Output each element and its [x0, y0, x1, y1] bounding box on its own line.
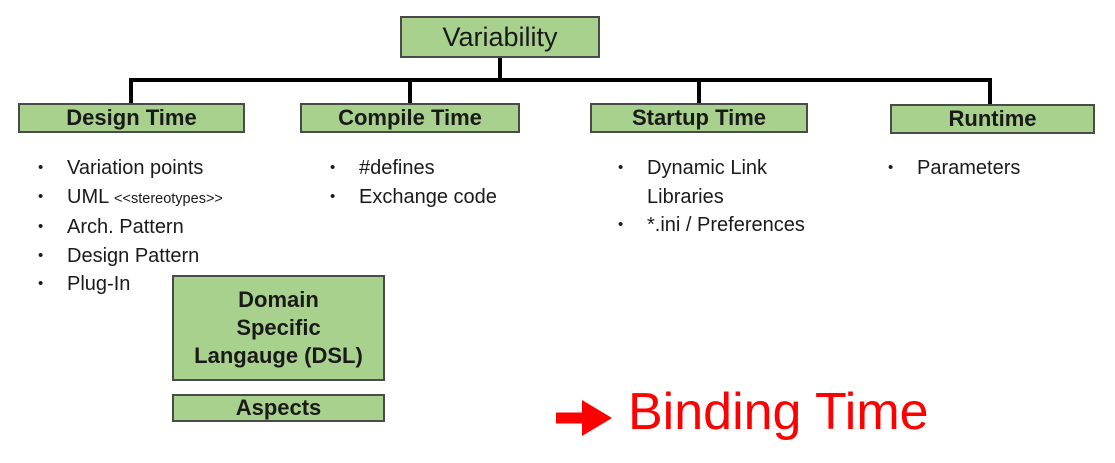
runtime-list: • Parameters: [888, 154, 1088, 183]
list-item-text: Design Pattern: [67, 244, 200, 267]
bullet-icon: •: [38, 159, 44, 176]
list-item: • Exchange code: [330, 183, 550, 212]
bullet-icon: •: [38, 246, 44, 264]
node-variability: Variability: [400, 16, 600, 58]
list-item: • Design Pattern: [38, 242, 288, 271]
bullet-icon: •: [888, 159, 894, 176]
list-item: • #defines: [330, 154, 550, 183]
node-dsl-line3: Langauge (DSL): [194, 343, 363, 368]
list-item: • *.ini / Preferences: [618, 211, 808, 240]
node-aspects: Aspects: [172, 394, 385, 422]
bullet-icon: •: [38, 187, 44, 205]
node-compile-time: Compile Time: [300, 103, 520, 133]
bullet-icon: •: [330, 187, 336, 205]
node-dsl-line1: Domain: [238, 287, 319, 312]
connector-stub-design: [129, 78, 133, 105]
startup-time-list: • Dynamic Link Libraries • *.ini / Prefe…: [618, 154, 808, 240]
list-item-text: #defines: [359, 157, 435, 179]
uml-label: UML: [67, 185, 109, 208]
node-runtime: Runtime: [890, 104, 1095, 134]
connector-root-stub: [498, 57, 502, 81]
design-time-list: • Variation points • UML <<stereotypes>>…: [38, 154, 288, 299]
list-item-text: Variation points: [67, 157, 204, 179]
list-item-text: Parameters: [917, 157, 1021, 179]
node-design-time: Design Time: [18, 103, 245, 133]
bullet-icon: •: [618, 159, 624, 176]
connector-stub-runtime: [988, 78, 992, 105]
list-item-text: *.ini / Preferences: [647, 214, 805, 236]
list-item-text: Exchange code: [359, 185, 497, 208]
uml-stereotypes-label: <<stereotypes>>: [114, 190, 223, 207]
node-design-time-label: Design Time: [66, 105, 197, 130]
list-item: • Plug-In: [38, 270, 288, 299]
node-runtime-label: Runtime: [948, 106, 1037, 131]
node-startup-time: Startup Time: [590, 103, 808, 133]
bullet-icon: •: [38, 218, 44, 235]
node-dsl-line2: Specific: [236, 315, 321, 340]
node-startup-time-label: Startup Time: [631, 105, 767, 130]
connector-stub-startup: [697, 78, 701, 105]
binding-time-annotation: Binding Time: [556, 384, 929, 440]
list-item-text: Arch. Pattern: [67, 216, 184, 238]
binding-time-label: Binding Time: [628, 383, 929, 441]
list-item-text: UML <<stereotypes>>: [67, 183, 223, 214]
list-item-text: Dynamic Link Libraries: [647, 157, 773, 208]
connector-stub-compile: [408, 78, 412, 105]
connector-horizontal: [129, 78, 992, 82]
list-item: • UML <<stereotypes>>: [38, 183, 288, 214]
compile-time-list: • #defines • Exchange code: [330, 154, 550, 211]
list-item-text: Plug-In: [67, 273, 131, 295]
list-item: • Variation points: [38, 154, 288, 183]
node-variability-label: Variability: [442, 21, 558, 52]
node-compile-time-label: Compile Time: [338, 105, 482, 130]
list-item: • Dynamic Link Libraries: [618, 154, 808, 211]
list-item: • Arch. Pattern: [38, 213, 288, 242]
bullet-icon: •: [330, 159, 336, 176]
list-item: • Parameters: [888, 154, 1088, 183]
bullet-icon: •: [618, 216, 624, 233]
right-arrow-icon: [556, 400, 612, 436]
node-aspects-label: Aspects: [235, 395, 322, 420]
bullet-icon: •: [38, 275, 44, 292]
node-dsl: Domain Specific Langauge (DSL): [172, 275, 385, 381]
